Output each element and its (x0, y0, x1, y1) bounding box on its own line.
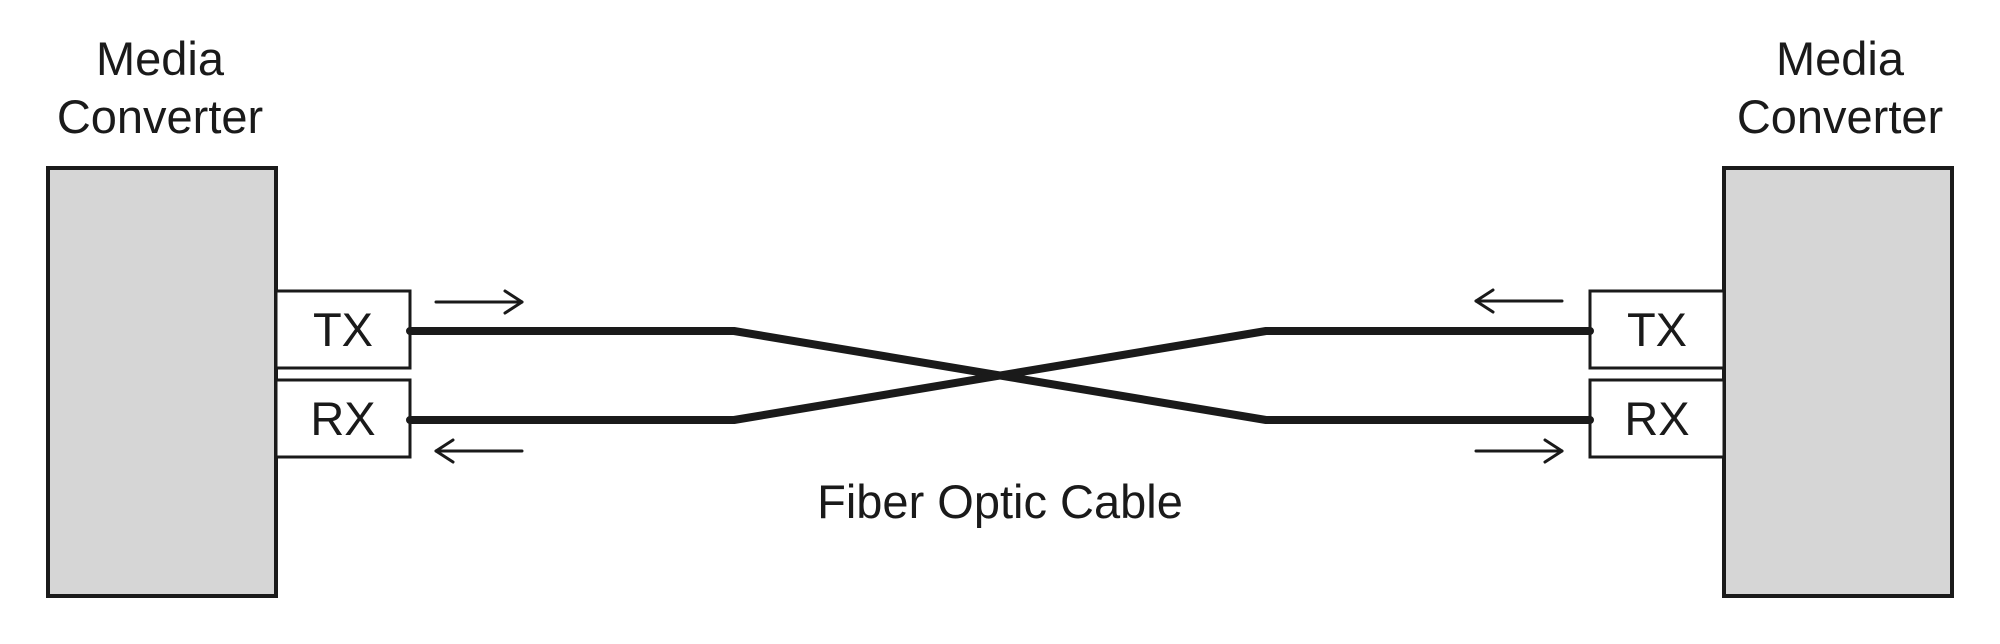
right-title-line2: Converter (1736, 90, 1944, 143)
right-tx-label: TX (1626, 303, 1688, 356)
right-rx-label: RX (1624, 392, 1690, 445)
right-tx-port (1588, 289, 1726, 370)
left-media-converter-title: Media Converter (40, 30, 280, 146)
right-rx-arrow-right-icon (1474, 438, 1564, 464)
left-rx-label: RX (310, 392, 376, 445)
left-tx-label: TX (312, 303, 374, 356)
left-tx-arrow-right-icon (434, 289, 524, 315)
fiber-optic-cable-label: Fiber Optic Cable (817, 475, 1183, 528)
right-media-converter-box (1722, 166, 1954, 598)
left-title-line2: Converter (56, 90, 264, 143)
right-media-converter-title: Media Converter (1720, 30, 1960, 146)
left-media-converter-box (46, 166, 278, 598)
right-tx-arrow-left-icon (1474, 288, 1564, 314)
left-tx-port (274, 289, 412, 370)
left-rx-port (274, 378, 412, 459)
right-title-line1: Media (1775, 32, 1904, 85)
left-title-line1: Media (95, 32, 224, 85)
left-rx-arrow-left-icon (434, 438, 524, 464)
fiber-strand-rx-from-tx (406, 327, 1594, 424)
